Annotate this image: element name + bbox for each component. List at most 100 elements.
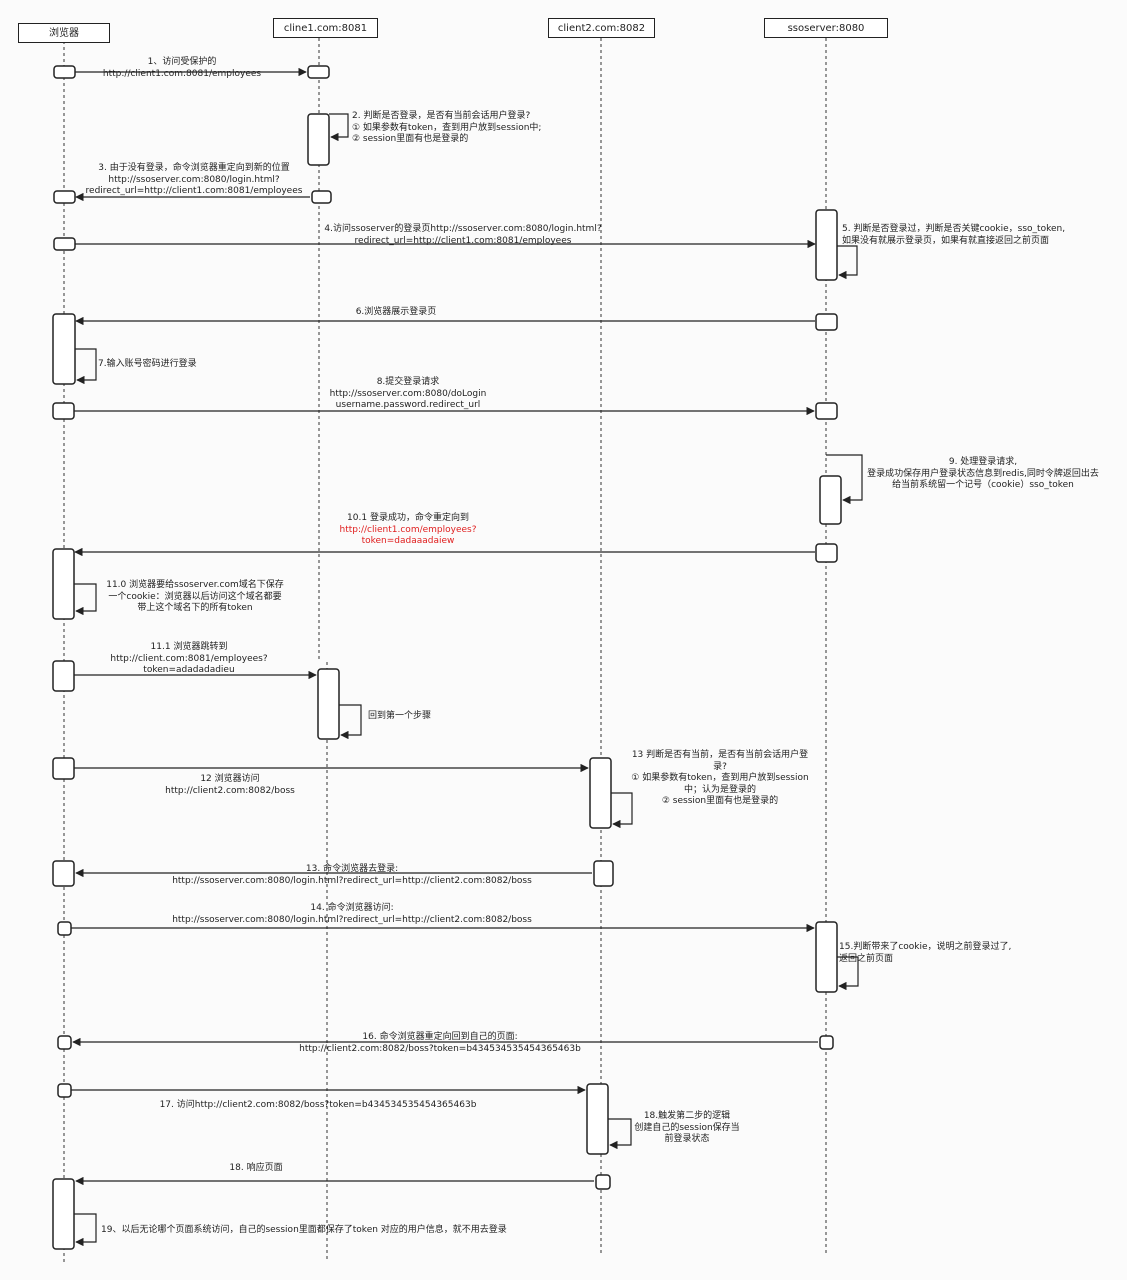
arrow-7-self (75, 348, 97, 385)
activation-browser-17 (57, 1083, 72, 1098)
message-11-1-label-line: 11.1 浏览器跳转到 (150, 642, 228, 652)
arrow-13-self (611, 792, 633, 829)
message-8-label-line: username.password.redirect_url (335, 400, 481, 410)
message-18-logic-label: 18.触发第二步的逻辑创建自己的session保存当前登录状态 (634, 1111, 739, 1146)
arrow-5-self (837, 245, 858, 280)
message-9-label-line: 登录成功保存用户登录状态信息到redis,同时令牌返回出去 (867, 468, 1099, 479)
message-2-label-line: ② session里面有也是登录的 (352, 134, 469, 144)
message-4-label-line: 4.访问ssoserver的登录页http://ssoserver.com:80… (324, 224, 602, 234)
message-4-label-line: redirect_url=http://client1.com:8081/emp… (354, 235, 572, 246)
participant-client2: client2.com:8082 (548, 18, 655, 38)
message-18-response-label: 18. 响应页面 (229, 1163, 282, 1175)
activation-browser-14 (57, 921, 72, 936)
arrow-11-self (74, 583, 97, 616)
message-18-response-label-line: 18. 响应页面 (229, 1163, 283, 1173)
activation-sso-login-check (815, 209, 838, 281)
activation-sso-16 (819, 1035, 834, 1050)
message-13-check-label-line: 中；认为是登录的 (683, 784, 757, 795)
message-9-label-line: 给当前系统留一个记号（cookie）sso_token (892, 480, 1074, 490)
message-8-label-line: http://ssoserver.com:8080/doLogin (329, 388, 487, 399)
activation-browser-cookie (52, 548, 75, 620)
activation-browser-11-1 (52, 660, 75, 692)
activation-browser-16 (57, 1035, 72, 1050)
message-5-label-line: 如果没有就展示登录页，如果有就直接返回之前页面 (842, 235, 1050, 246)
arrow-19-self (74, 1213, 97, 1247)
message-10-label-line: http://client1.com/employees? (339, 524, 477, 535)
message-11-1-label-line: token=adadadadieu (143, 665, 235, 675)
message-13-redirect-label-line: http://ssoserver.com:8080/login.html?red… (172, 875, 532, 886)
message-19-label-line: 19、以后无论哪个页面系统访问，自己的session里面都保存了token 对应… (101, 1225, 507, 1235)
message-13-check-label-line: 13 判断是否有当前，是否有当前会话用户登 (631, 750, 809, 760)
message-3-label-line: http://ssoserver.com:8080/login.html? (108, 174, 280, 185)
message-11-label-line: 带上这个域名下的所有token (137, 603, 253, 613)
message-2-label-line: ① 如果参数有token，查到用户放到session中; (352, 122, 542, 133)
activation-browser-3 (53, 190, 76, 204)
message-18-logic-label-line: 创建自己的session保存当 (634, 1122, 740, 1133)
participant-client1: cline1.com:8081 (273, 18, 378, 38)
activation-client2-18 (595, 1174, 611, 1190)
message-9-label: 9. 处理登录请求,登录成功保存用户登录状态信息到redis,同时令牌返回出去给… (867, 457, 1099, 492)
message-3-label-line: redirect_url=http://client1.com:8081/emp… (85, 186, 303, 196)
message-6-label-line: 6.浏览器展示登录页 (355, 307, 437, 317)
message-11-1-label-line: http://client.com:8081/employees? (110, 653, 268, 664)
message-13-redirect-label: 13. 命令浏览器去登录:http://ssoserver.com:8080/l… (172, 864, 532, 887)
activation-client1-return (317, 668, 340, 740)
activation-sso-10 (815, 543, 838, 563)
message-11-label-line: 一个cookie：浏览器以后访问这个域名都要 (108, 591, 282, 602)
message-9-label-line: 9. 处理登录请求, (948, 457, 1018, 467)
message-16-label-line: http://client2.com:8082/boss?token=b4345… (299, 1043, 581, 1054)
activation-client1-check (307, 113, 330, 166)
message-10-label-line: 10.1 登录成功，命令重定向到 (347, 513, 469, 523)
message-18-logic-label-line: 18.触发第二步的逻辑 (643, 1111, 731, 1121)
message-13-check-label-line: 录? (713, 761, 727, 772)
message-12-label-line: 12 浏览器访问 (200, 774, 260, 784)
message-13-redirect-label-line: 13. 命令浏览器去登录: (305, 864, 399, 874)
message-13-check-label-line: ② session里面有也是登录的 (661, 796, 779, 806)
message-17-label-line: 17. 访问http://client2.com:8082/boss?token… (159, 1100, 477, 1110)
activation-browser-login (52, 313, 76, 385)
participant-ssoserver: ssoserver:8080 (764, 18, 888, 38)
message-15-label-line: 返回之前页面 (839, 953, 894, 964)
message-15-label: 15.判断带来了cookie，说明之前登录过了,返回之前页面 (839, 942, 1011, 965)
activation-client2-session (586, 1083, 609, 1155)
activation-browser-19 (52, 1178, 75, 1250)
message-1-label-line: http://client1.com:8081/employees (102, 68, 262, 79)
message-14-label-line: 14. 命令浏览器访问: (310, 903, 394, 913)
message-11-label-line: 11.0 浏览器要给ssoserver.com域名下保存 (106, 580, 284, 590)
message-7-label: 7.输入账号密码进行登录 (98, 359, 197, 371)
message-2-label: 2. 判断是否登录，是否有当前会话用户登录?① 如果参数有token，查到用户放… (352, 111, 541, 146)
activation-sso-8 (815, 402, 838, 420)
activation-browser-12 (52, 757, 75, 780)
message-5-label-line: 5. 判断是否登录过，判断是否关键cookie，sso_token, (842, 224, 1066, 234)
activation-browser-1 (53, 65, 76, 79)
message-17-label: 17. 访问http://client2.com:8082/boss?token… (160, 1100, 477, 1112)
activation-client2-check (589, 757, 612, 829)
message-13-check-label-line: ① 如果参数有token，查到用户放到session (631, 773, 809, 783)
activation-client1-3 (311, 190, 332, 204)
message-7-label-line: 7.输入账号密码进行登录 (98, 359, 197, 369)
arrow-2-self (329, 113, 349, 142)
arrow-18-self (608, 1118, 632, 1150)
back-to-step-1-label: 回到第一个步骤 (368, 711, 431, 723)
participant-browser: 浏览器 (18, 23, 110, 43)
arrow-back-self (339, 704, 362, 740)
activation-browser-8 (52, 402, 75, 420)
message-14-label: 14. 命令浏览器访问:http://ssoserver.com:8080/lo… (172, 903, 532, 926)
message-15-label-line: 15.判断带来了cookie，说明之前登录过了, (839, 942, 1012, 952)
activation-sso-process (819, 475, 842, 525)
message-1-label-line: 1、访问受保护的 (147, 57, 217, 67)
message-2-label-line: 2. 判断是否登录，是否有当前会话用户登录? (352, 111, 531, 121)
message-10-label-line: token=dadaaadaiew (361, 536, 455, 546)
message-16-label: 16. 命令浏览器重定向回到自己的页面:http://client2.com:8… (299, 1032, 581, 1055)
message-13-check-label: 13 判断是否有当前，是否有当前会话用户登录?① 如果参数有token，查到用户… (631, 750, 808, 808)
message-6-label: 6.浏览器展示登录页 (356, 307, 437, 319)
message-18-logic-label-line: 前登录状态 (664, 1134, 710, 1144)
activation-client2-13 (593, 860, 614, 887)
message-8-label-line: 8.提交登录请求 (376, 377, 440, 387)
